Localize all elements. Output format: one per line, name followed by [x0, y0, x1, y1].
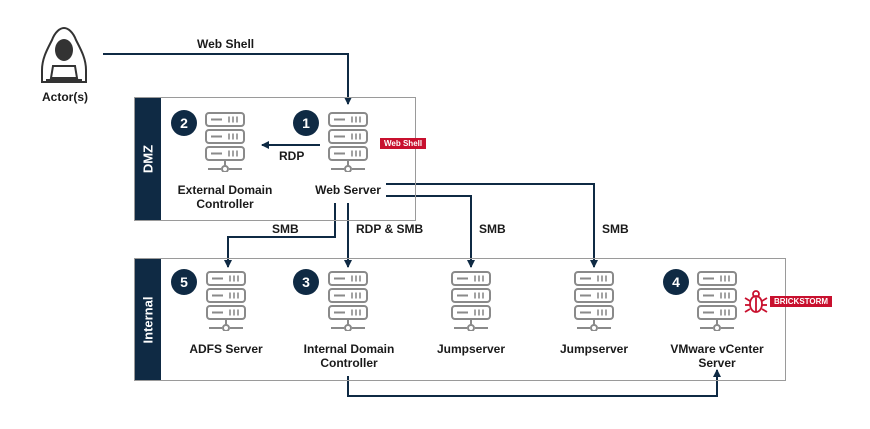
edge-rdp-label: RDP	[279, 149, 305, 163]
server-icon	[697, 271, 737, 331]
server-icon	[206, 271, 246, 331]
edge-smb-adfs-label: SMB	[272, 222, 299, 236]
actor-label: Actor(s)	[41, 90, 88, 104]
brickstorm-tag: BRICKSTORM	[770, 296, 833, 307]
web-server-label: Web Server	[315, 183, 381, 197]
jumpserver-1-label: Jumpserver	[436, 342, 506, 356]
internal-zone-tab: Internal	[135, 259, 161, 380]
server-icon	[451, 271, 491, 331]
edge-webshell-label: Web Shell	[197, 37, 255, 51]
adfs-server-label: ADFS Server	[189, 342, 263, 356]
bug-icon	[744, 290, 768, 313]
step-badge-3: 3	[293, 269, 319, 295]
edge-smb-jump2-label: SMB	[602, 222, 629, 236]
edge-smb-jump1-line	[386, 195, 475, 268]
edge-webshell-line	[103, 53, 352, 105]
hooded-hacker-icon	[41, 26, 87, 83]
server-icon	[574, 271, 614, 331]
server-icon	[328, 271, 368, 331]
server-icon	[205, 112, 245, 172]
web-shell-tag: Web Shell	[380, 138, 427, 149]
vcenter-label: VMware vCenter Server	[670, 342, 764, 370]
jumpserver-2-label: Jumpserver	[559, 342, 629, 356]
internal-zone: Internal	[134, 258, 786, 381]
step-badge-2: 2	[171, 110, 197, 136]
internal-dc-label: Internal Domain Controller	[303, 342, 395, 370]
dmz-zone-tab: DMZ	[135, 98, 161, 220]
server-icon	[328, 112, 368, 172]
dmz-zone-label: DMZ	[140, 144, 156, 174]
step-badge-1: 1	[293, 110, 319, 136]
dmz-zone: DMZ	[134, 97, 416, 221]
external-dc-label: External Domain Controller	[177, 183, 273, 211]
step-badge-5: 5	[171, 269, 197, 295]
edge-dc-vcenter-line	[347, 369, 721, 397]
edge-smb-jump1-label: SMB	[479, 222, 506, 236]
internal-zone-label: Internal	[140, 296, 156, 343]
edge-smb-jump2-line	[386, 183, 598, 268]
edge-rdp-smb-label: RDP & SMB	[356, 222, 424, 236]
step-badge-4: 4	[663, 269, 689, 295]
